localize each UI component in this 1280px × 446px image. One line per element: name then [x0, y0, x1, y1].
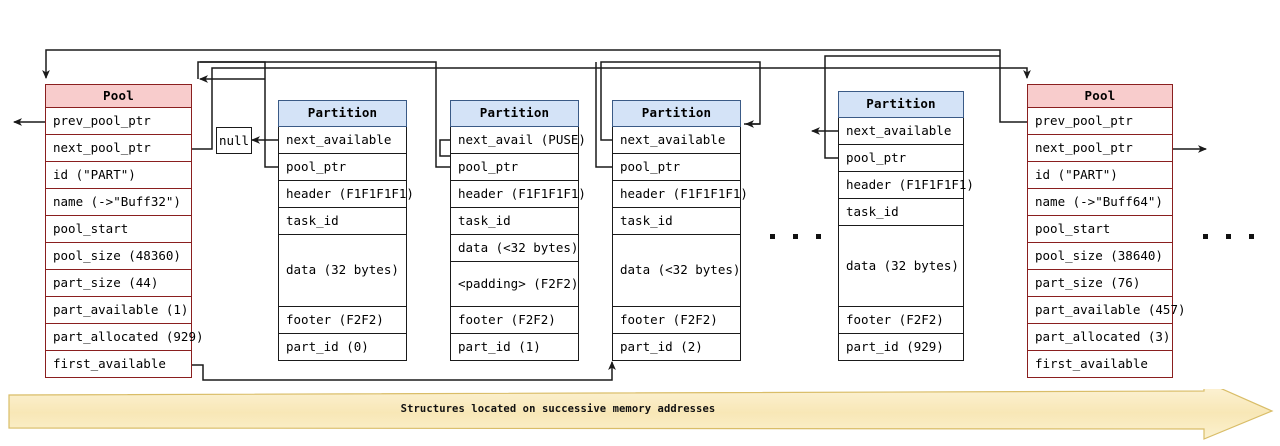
partition-struct-3: Partition next_available pool_ptr header… — [612, 100, 748, 361]
ellipsis-dot — [816, 234, 821, 239]
partition-struct-2: Partition next_avail (PUSE) pool_ptr hea… — [450, 100, 586, 361]
pool-left-row-part-size: part_size (44) — [45, 270, 192, 297]
pool-right-row-pool-start: pool_start — [1027, 216, 1173, 243]
partition-2-row-task-id: task_id — [450, 208, 579, 235]
ellipsis-dot — [1249, 234, 1254, 239]
ellipsis-dot — [770, 234, 775, 239]
partition-struct-4: Partition next_available pool_ptr header… — [838, 91, 974, 361]
partition-1-row-header: header (F1F1F1F1) — [278, 181, 414, 208]
partition-4-row-header: header (F1F1F1F1) — [838, 172, 974, 199]
partition-4-row-footer: footer (F2F2) — [838, 307, 964, 334]
partition-1-row-next-available[interactable]: next_available — [278, 127, 407, 154]
partition-4-row-task-id: task_id — [838, 199, 964, 226]
partition-4-row-next-available[interactable]: next_available — [838, 118, 964, 145]
partition-2-row-data: data (<32 bytes) — [450, 235, 579, 262]
pool-left-row-part-available: part_available (1) — [45, 297, 192, 324]
wire-p3-pool-ptr — [595, 62, 612, 168]
partition-struct-1: Partition next_available pool_ptr header… — [278, 100, 414, 361]
partition-1-row-part-id: part_id (0) — [278, 334, 407, 361]
pool-left-row-id: id ("PART") — [45, 162, 192, 189]
pool-right-row-prev-pool-ptr[interactable]: prev_pool_ptr — [1027, 108, 1173, 135]
wire-p2-next-avail-stub — [439, 139, 450, 157]
pool-left-row-next-pool-ptr[interactable]: next_pool_ptr — [45, 135, 192, 162]
partition-3-title: Partition — [612, 100, 741, 127]
partition-2-title: Partition — [450, 100, 579, 127]
partition-1-row-data: data (32 bytes) — [278, 235, 407, 307]
null-terminator-box: null — [216, 127, 252, 154]
partition-3-row-task-id: task_id — [612, 208, 741, 235]
partition-1-row-footer: footer (F2F2) — [278, 307, 407, 334]
partition-4-title: Partition — [838, 91, 964, 118]
banner-label: Structures located on successive memory … — [400, 403, 716, 415]
pool-left-row-prev-pool-ptr[interactable]: prev_pool_ptr — [45, 108, 192, 135]
pool-right-row-part-size: part_size (76) — [1027, 270, 1173, 297]
null-label: null — [218, 133, 250, 148]
pool-left-row-pool-size: pool_size (48360) — [45, 243, 192, 270]
wire-first-available — [192, 361, 616, 381]
partition-2-row-next-avail[interactable]: next_avail (PUSE) — [450, 127, 586, 154]
pool-right-row-part-available: part_available (457) — [1027, 297, 1186, 324]
pool-right-row-part-allocated: part_allocated (3) — [1027, 324, 1173, 351]
pool-struct-left: Pool prev_pool_ptr next_pool_ptr id ("PA… — [45, 84, 204, 378]
partition-3-row-header: header (F1F1F1F1) — [612, 181, 748, 208]
partition-4-row-part-id: part_id (929) — [838, 334, 964, 361]
partition-1-row-pool-ptr[interactable]: pool_ptr — [278, 154, 407, 181]
pool-left-row-pool-start: pool_start — [45, 216, 192, 243]
ellipsis-dot — [793, 234, 798, 239]
pool-left-title: Pool — [45, 84, 192, 108]
ellipsis-dot — [1203, 234, 1208, 239]
pool-right-row-id: id ("PART") — [1027, 162, 1173, 189]
partition-3-row-pool-ptr[interactable]: pool_ptr — [612, 154, 741, 181]
banner-arrow-shape — [8, 380, 1274, 440]
partition-3-row-part-id: part_id (2) — [612, 334, 741, 361]
pool-left-row-name: name (->"Buff32") — [45, 189, 192, 216]
partition-2-row-padding: <padding> (F2F2) — [450, 262, 579, 307]
ellipsis-right — [1203, 234, 1254, 239]
partition-4-row-pool-ptr[interactable]: pool_ptr — [838, 145, 964, 172]
partition-4-row-data: data (32 bytes) — [838, 226, 964, 307]
pool-right-row-first-available[interactable]: first_available — [1027, 351, 1173, 378]
pool-left-row-first-available[interactable]: first_available — [45, 351, 192, 378]
partition-3-row-data: data (<32 bytes) — [612, 235, 741, 307]
partition-2-row-header: header (F1F1F1F1) — [450, 181, 586, 208]
partition-2-row-part-id: part_id (1) — [450, 334, 579, 361]
partition-1-row-task-id: task_id — [278, 208, 407, 235]
partition-2-row-pool-ptr[interactable]: pool_ptr — [450, 154, 579, 181]
partition-2-row-footer: footer (F2F2) — [450, 307, 579, 334]
pool-right-row-pool-size: pool_size (38640) — [1027, 243, 1173, 270]
memory-direction-banner: Structures located on successive memory … — [8, 380, 1274, 441]
pool-right-row-next-pool-ptr[interactable]: next_pool_ptr — [1027, 135, 1173, 162]
pool-struct-right: Pool prev_pool_ptr next_pool_ptr id ("PA… — [1027, 84, 1186, 378]
partition-3-row-next-available[interactable]: next_available — [612, 127, 741, 154]
pool-left-row-part-allocated: part_allocated (929) — [45, 324, 204, 351]
partition-3-row-footer: footer (F2F2) — [612, 307, 741, 334]
ellipsis-dot — [1226, 234, 1231, 239]
pool-right-title: Pool — [1027, 84, 1173, 108]
ellipsis-middle — [770, 234, 821, 239]
partition-1-title: Partition — [278, 100, 407, 127]
pool-right-row-name: name (->"Buff64") — [1027, 189, 1173, 216]
